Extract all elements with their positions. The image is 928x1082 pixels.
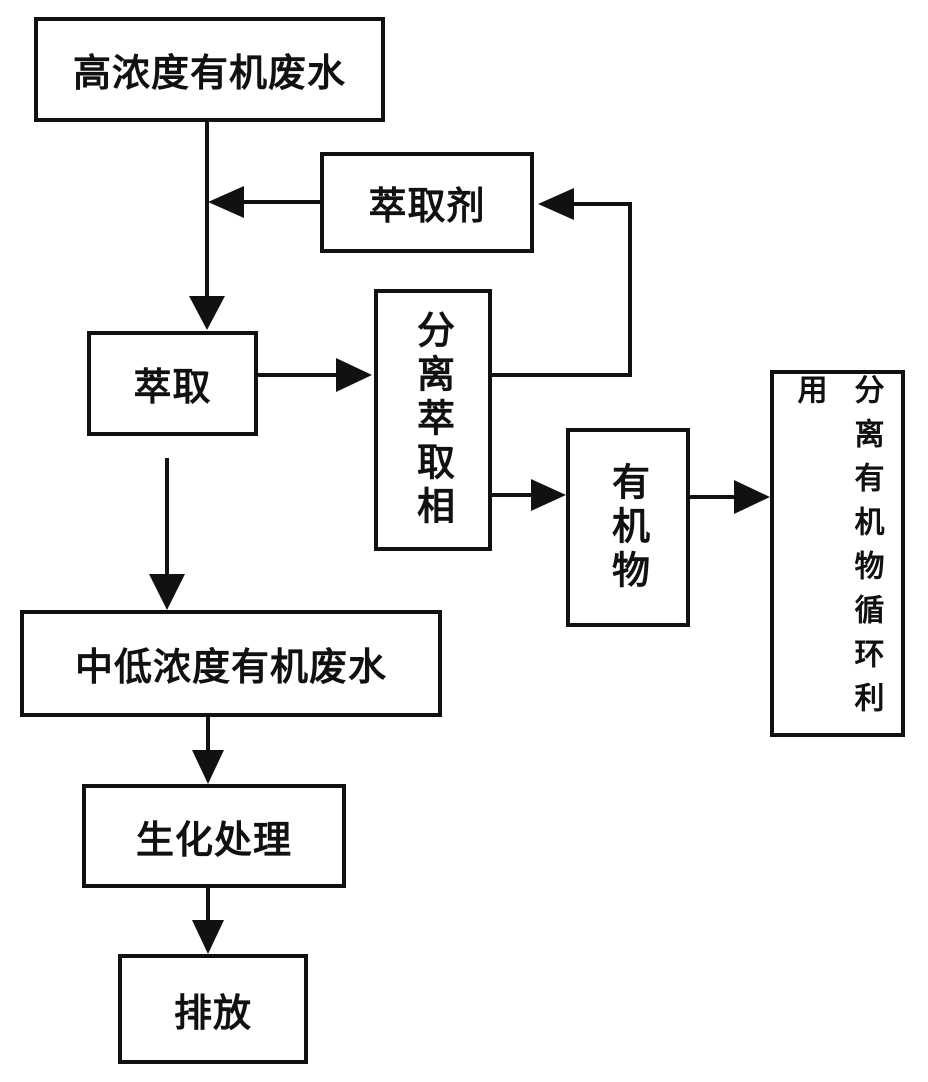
node-organics: 有机物 <box>566 428 690 627</box>
arrow-recycle-extractant <box>492 202 632 377</box>
arrowhead-right-recycle <box>734 480 770 514</box>
arrowhead-left-extractant <box>538 188 574 220</box>
node-biochemical-treatment: 生化处理 <box>82 784 346 888</box>
node-biochemical-treatment-label: 生化处理 <box>135 817 292 862</box>
arrowhead-right-separate <box>336 358 372 392</box>
node-separate-organics-recycle-label: 分离有机物循环利用 <box>791 374 884 726</box>
node-high-conc-wastewater: 高浓度有机废水 <box>34 17 385 122</box>
node-separate-extract-phase: 分离萃取相 <box>374 289 492 551</box>
node-low-conc-wastewater-label: 中低浓度有机废水 <box>74 645 387 689</box>
arrowhead-down-discharge <box>192 920 224 954</box>
node-extractant: 萃取剂 <box>320 152 534 253</box>
node-discharge-label: 排放 <box>173 990 252 1035</box>
arrowhead-down-bio <box>192 750 224 784</box>
arrowhead-right-organics <box>531 479 566 511</box>
node-separate-extract-phase-label: 分离萃取相 <box>410 310 455 530</box>
arrowhead-down-low <box>149 574 185 610</box>
node-organics-label: 有机物 <box>605 461 650 594</box>
arrowhead-left-main <box>208 186 244 218</box>
node-extractant-label: 萃取剂 <box>368 184 486 228</box>
node-low-conc-wastewater: 中低浓度有机废水 <box>20 610 442 717</box>
node-extraction: 萃取 <box>87 331 258 436</box>
arrowhead-down-extraction <box>189 296 225 330</box>
node-discharge: 排放 <box>118 954 308 1064</box>
node-extraction-label: 萃取 <box>133 365 212 409</box>
node-separate-organics-recycle: 分离有机物循环利用 <box>770 370 905 737</box>
node-high-conc-wastewater-label: 高浓度有机废水 <box>72 51 346 95</box>
